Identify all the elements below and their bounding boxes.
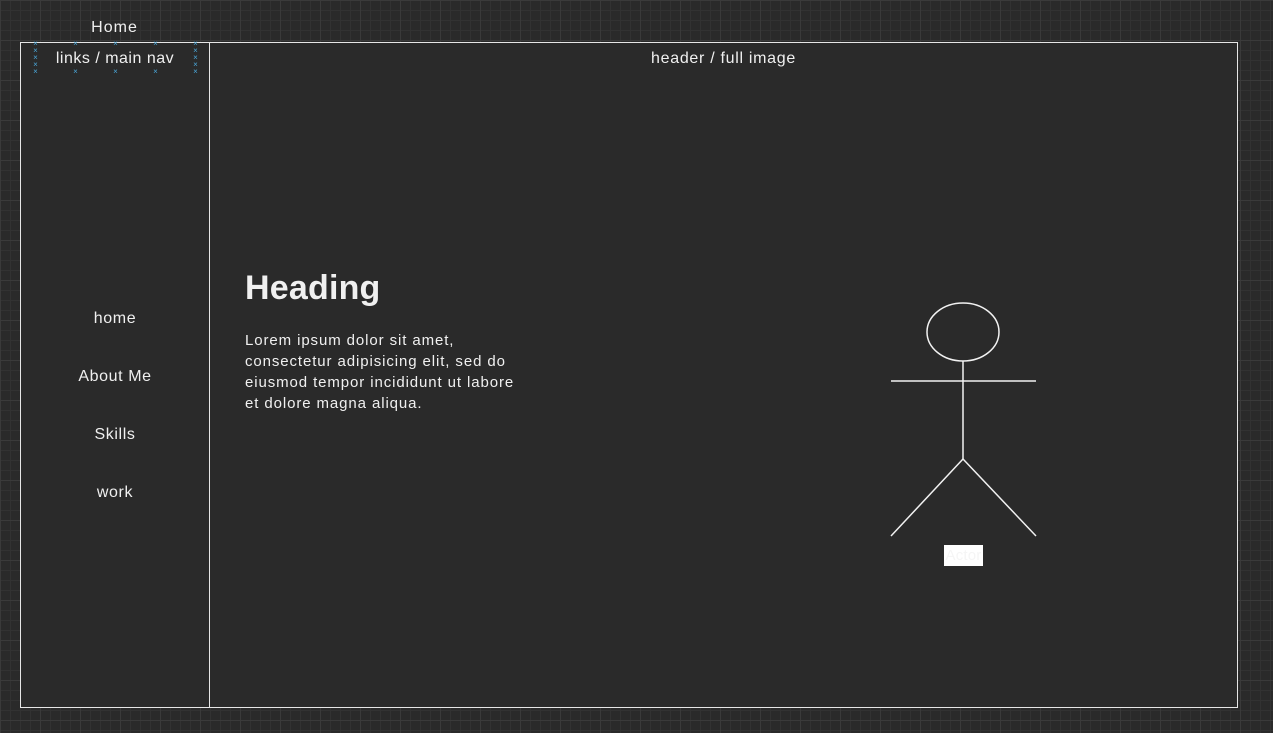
nav-item-label: About Me — [78, 368, 152, 385]
actor-stick-figure-icon — [890, 302, 1037, 537]
selection-markers-lower: × × — [21, 61, 209, 69]
selection-handle-icon[interactable]: × — [73, 39, 78, 48]
selection-handle-icon[interactable]: × — [33, 53, 38, 62]
home-label: Home — [91, 19, 138, 36]
sidebar-title[interactable]: links / main nav — [55, 50, 175, 67]
selection-markers-left: × × — [21, 47, 209, 55]
selection-handle-icon[interactable]: × — [193, 60, 198, 69]
selection-markers-bottom: × × × × × — [21, 68, 209, 76]
selection-markers-top: × × × × × — [21, 40, 209, 48]
selection-handle-icon[interactable]: × — [33, 46, 38, 55]
main-nav: home About Me Skills work — [21, 309, 209, 541]
selection-handle-icon[interactable]: × — [113, 67, 118, 76]
nav-item-about-me[interactable]: About Me — [21, 367, 209, 425]
selection-handle-icon[interactable]: × — [193, 53, 198, 62]
nav-item-label: home — [93, 310, 137, 327]
actor-figure[interactable]: Actor — [890, 302, 1037, 569]
selection-handle-icon[interactable]: × — [193, 39, 198, 48]
selection-handle-icon[interactable]: × — [193, 46, 198, 55]
nav-item-home[interactable]: home — [21, 309, 209, 367]
header-placeholder-label[interactable]: header / full image — [651, 50, 796, 67]
nav-item-skills[interactable]: Skills — [21, 425, 209, 483]
hero-body-text[interactable]: Lorem ipsum dolor sit amet, consectetur … — [245, 332, 515, 412]
sidebar: × × × × × × × × × × × × × × × — [21, 40, 210, 707]
selection-handle-icon[interactable]: × — [153, 67, 158, 76]
selection-handle-icon[interactable]: × — [33, 60, 38, 69]
nav-item-label: work — [96, 484, 134, 501]
selection-handle-icon[interactable]: × — [113, 39, 118, 48]
selection-markers-mid: × × — [21, 54, 209, 62]
selection-handle-icon[interactable]: × — [193, 67, 198, 76]
selection-handle-icon[interactable]: × — [153, 39, 158, 48]
actor-label[interactable]: Actor — [944, 545, 983, 566]
nav-item-work[interactable]: work — [21, 483, 209, 541]
hero-text-block: Heading Lorem ipsum dolor sit amet, cons… — [245, 271, 515, 414]
page-frame: × × × × × × × × × × × × × × × — [20, 40, 1238, 708]
nav-item-label: Skills — [94, 426, 136, 443]
selection-handle-icon[interactable]: × — [73, 67, 78, 76]
selection-handle-icon[interactable]: × — [33, 67, 38, 76]
selection-handle-icon[interactable]: × — [33, 39, 38, 48]
hero-heading[interactable]: Heading — [245, 269, 381, 307]
